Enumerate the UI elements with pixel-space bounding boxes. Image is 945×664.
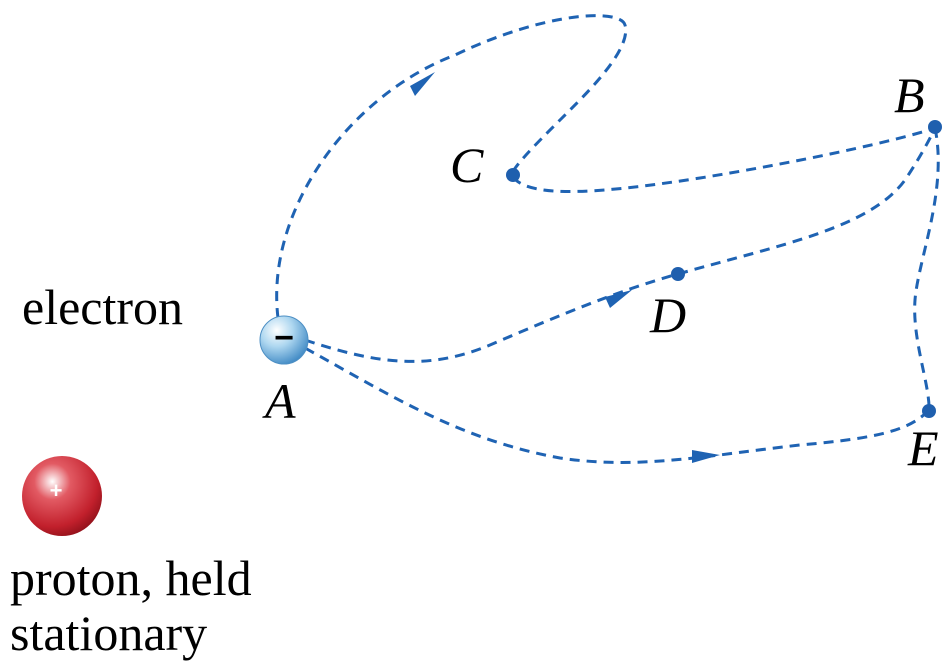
direction-arrow-icon (410, 72, 435, 96)
point-b-dot (928, 120, 942, 134)
proton-plus-sign: + (50, 478, 63, 503)
path-a-to-c (275, 14, 628, 319)
point-e-label: E (907, 420, 939, 476)
electron-minus-sign: − (274, 319, 294, 357)
proton: + (22, 456, 102, 536)
proton-label-line2: stationary (10, 605, 207, 661)
point-c-label: C (450, 137, 484, 193)
proton-sphere (22, 456, 102, 536)
direction-arrow-icon (692, 450, 720, 463)
electron: − (259, 315, 309, 365)
electron-label: electron (22, 279, 183, 335)
point-d-dot (671, 267, 685, 281)
path-c-to-b (511, 126, 936, 193)
point-c-dot (506, 168, 520, 182)
direction-arrow-icon (605, 290, 632, 308)
point-d-label: D (649, 287, 686, 343)
point-b-label: B (894, 67, 925, 123)
proton-label-line1: proton, held (10, 550, 252, 606)
path-a-to-d (304, 272, 679, 363)
point-a-label: A (262, 373, 296, 429)
path-b-to-e (913, 127, 940, 411)
path-a-to-e (304, 346, 931, 464)
electron-sphere (259, 315, 309, 365)
path-d-to-b (677, 127, 937, 276)
point-e-dot (922, 404, 936, 418)
